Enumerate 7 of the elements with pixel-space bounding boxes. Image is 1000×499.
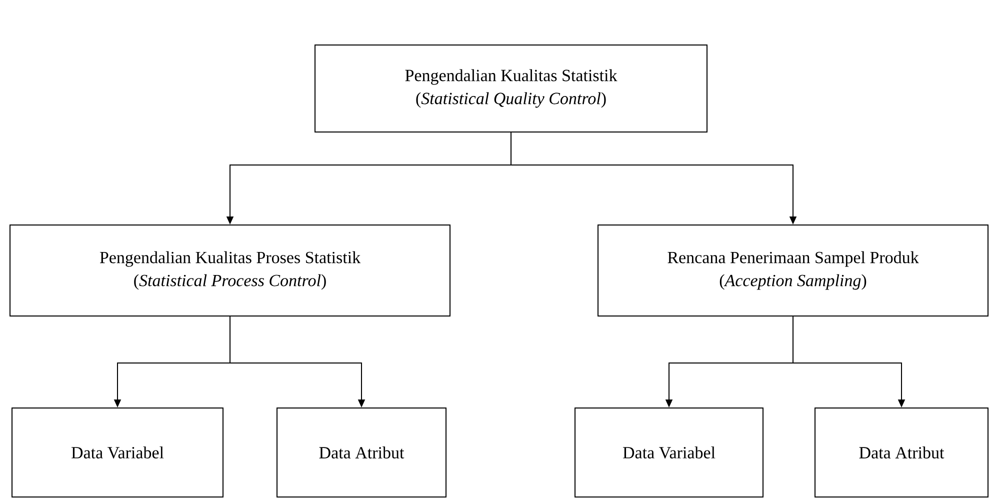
process-box: Data Atribut (276, 408, 446, 498)
process-box: Data Variabel (12, 408, 224, 498)
process-box: Pengendalian Kualitas Proses Statistik (Statistical Process Control) (10, 224, 450, 316)
process-box: Rencana Penerimaan Sampel Produk (Acception Sampling) (598, 224, 988, 316)
process-box: Data Variabel (574, 408, 764, 498)
process-box: Pengendalian Kualitas Statistik (Statistical Quality Control) (314, 44, 708, 132)
process-box: Data Atribut (814, 408, 988, 498)
